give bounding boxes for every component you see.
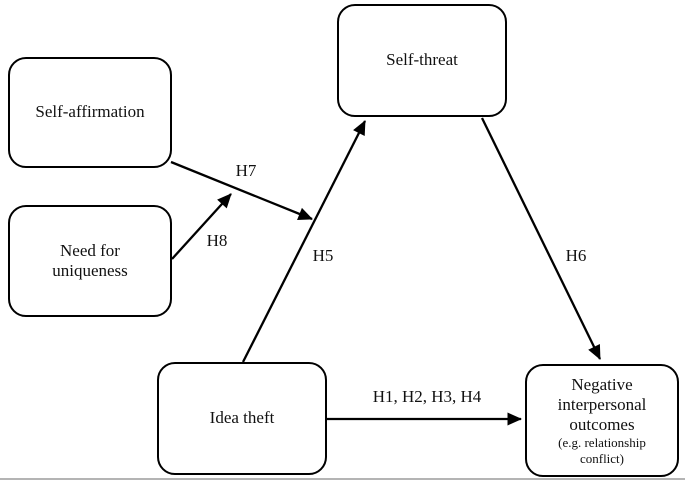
figure-bottom-rule [0, 478, 685, 480]
node-negative-outcomes-label-line2: interpersonal [557, 394, 647, 414]
node-need-for-uniqueness-label-line1: Need for [60, 240, 120, 260]
node-negative-interpersonal-outcomes: Negative interpersonal outcomes (e.g. re… [525, 364, 679, 477]
edge-label-h1-h4: H1, H2, H3, H4 [372, 387, 482, 406]
node-self-affirmation: Self-affirmation [8, 57, 172, 168]
edge-label-h8: H8 [206, 231, 228, 250]
node-self-threat: Self-threat [337, 4, 507, 117]
arrow-h5 [241, 120, 367, 363]
node-negative-outcomes-sublabel-line2: conflict) [579, 450, 625, 466]
node-negative-outcomes-label-line3: outcomes [569, 414, 635, 434]
node-negative-outcomes-sublabel-line1: (e.g. relationship [558, 434, 646, 450]
node-idea-theft: Idea theft [157, 362, 327, 475]
node-idea-theft-label: Idea theft [209, 408, 275, 428]
edge-label-h6: H6 [565, 246, 587, 265]
edge-label-h7: H7 [235, 161, 257, 180]
node-self-threat-label: Self-threat [386, 50, 458, 70]
node-need-for-uniqueness: Need for uniqueness [8, 205, 172, 317]
arrow-h8 [171, 193, 232, 260]
arrow-h7 [170, 160, 313, 221]
arrow-h6 [480, 117, 602, 360]
node-self-affirmation-label: Self-affirmation [35, 102, 145, 122]
edge-label-h5: H5 [312, 246, 334, 265]
node-need-for-uniqueness-label-line2: uniqueness [52, 261, 128, 280]
node-negative-outcomes-label-line1: Negative [571, 374, 633, 394]
